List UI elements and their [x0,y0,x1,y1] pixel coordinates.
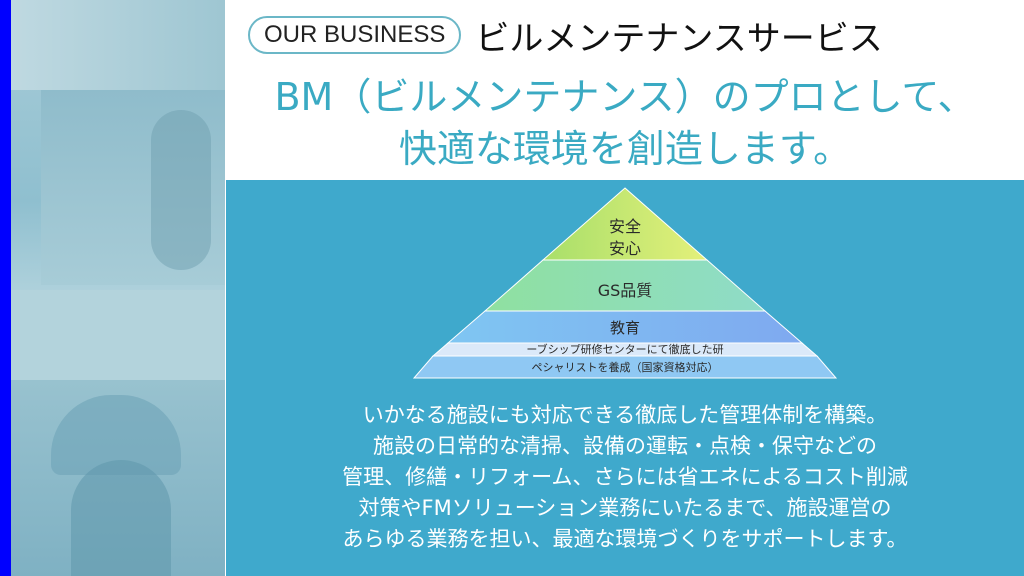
quality-pyramid [412,187,838,379]
pyramid-label-education: 教育 [609,319,640,337]
section-title: ビルメンテナンスサービス [475,18,883,59]
description-text: いかなる施設にも対応できる徹底した管理体制を構築。 施設の日常的な清掃、設備の運… [226,400,1024,555]
photo-collage [11,0,225,576]
headline-line-2: 快適な環境を創造します。 [398,127,852,171]
pyramid-sub-line-1: ーブシップ研修センターにて徹底した研 [526,343,724,356]
guard-body-shape [71,460,171,576]
photo-worker-figure [151,110,211,270]
description-line: 管理、修繕・リフォーム、さらには省エネによるコスト削減 [342,465,908,489]
our-business-badge: OUR BUSINESS [248,16,462,54]
pyramid-label-security: 安心 [608,239,641,258]
pyramid-sub-line-2: ペシャリストを養成（国家資格対応） [531,361,719,374]
pyramid-band-2 [412,355,838,379]
description-line: 対策やFMソリューション業務にいたるまで、施設運営の [358,496,892,520]
photo-floor [11,290,225,380]
description-line: いかなる施設にも対応できる徹底した管理体制を構築。 [362,403,888,427]
left-accent-bar [0,0,11,576]
section-header: OUR BUSINESS ビルメンテナンスサービス [248,10,883,60]
pyramid-label-quality: GS品質 [597,281,653,300]
description-line: 施設の日常的な清掃、設備の運転・点検・保守などの [373,434,877,458]
pyramid-label-safety: 安全 [608,217,641,236]
content-panel: 安全 安心 GS品質 教育 ーブシップ研修センターにて徹底した研 ペシャリストを… [226,180,1024,576]
headline-line-1: BM（ビルメンテナンス）のプロとして、 [274,75,976,119]
photo-restroom [11,0,225,90]
description-line: あらゆる業務を担い、最適な環境づくりをサポートします。 [342,527,908,551]
